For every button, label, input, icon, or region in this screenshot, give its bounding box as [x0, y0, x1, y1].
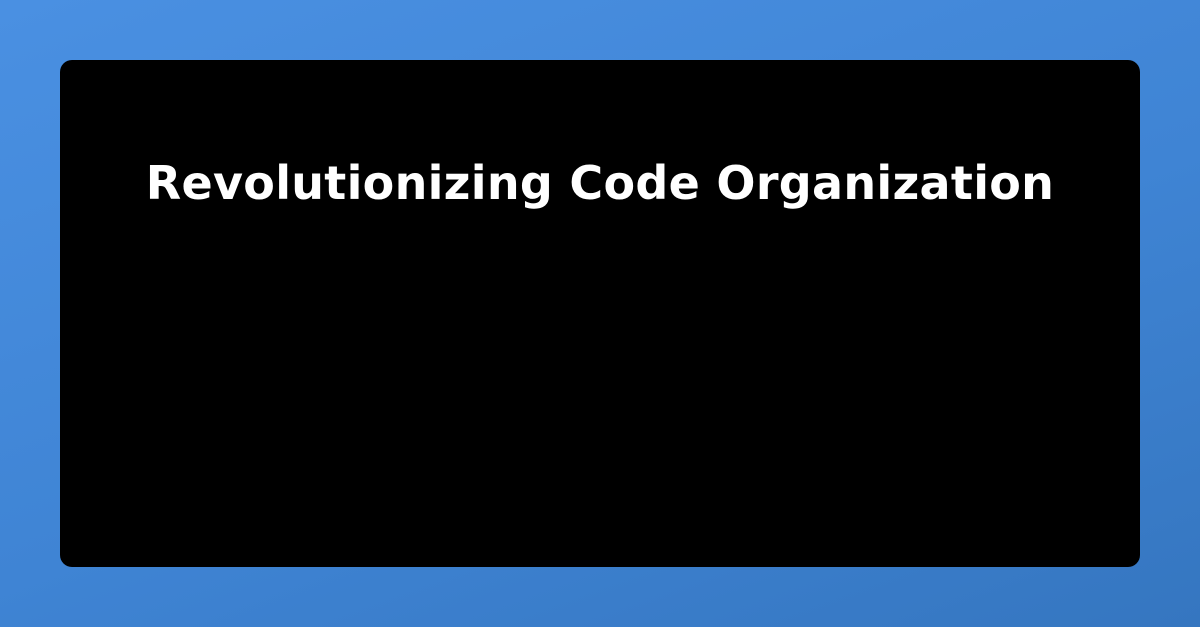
card-title: Revolutionizing Code Organization	[145, 156, 1055, 210]
content-card	[60, 60, 1140, 567]
